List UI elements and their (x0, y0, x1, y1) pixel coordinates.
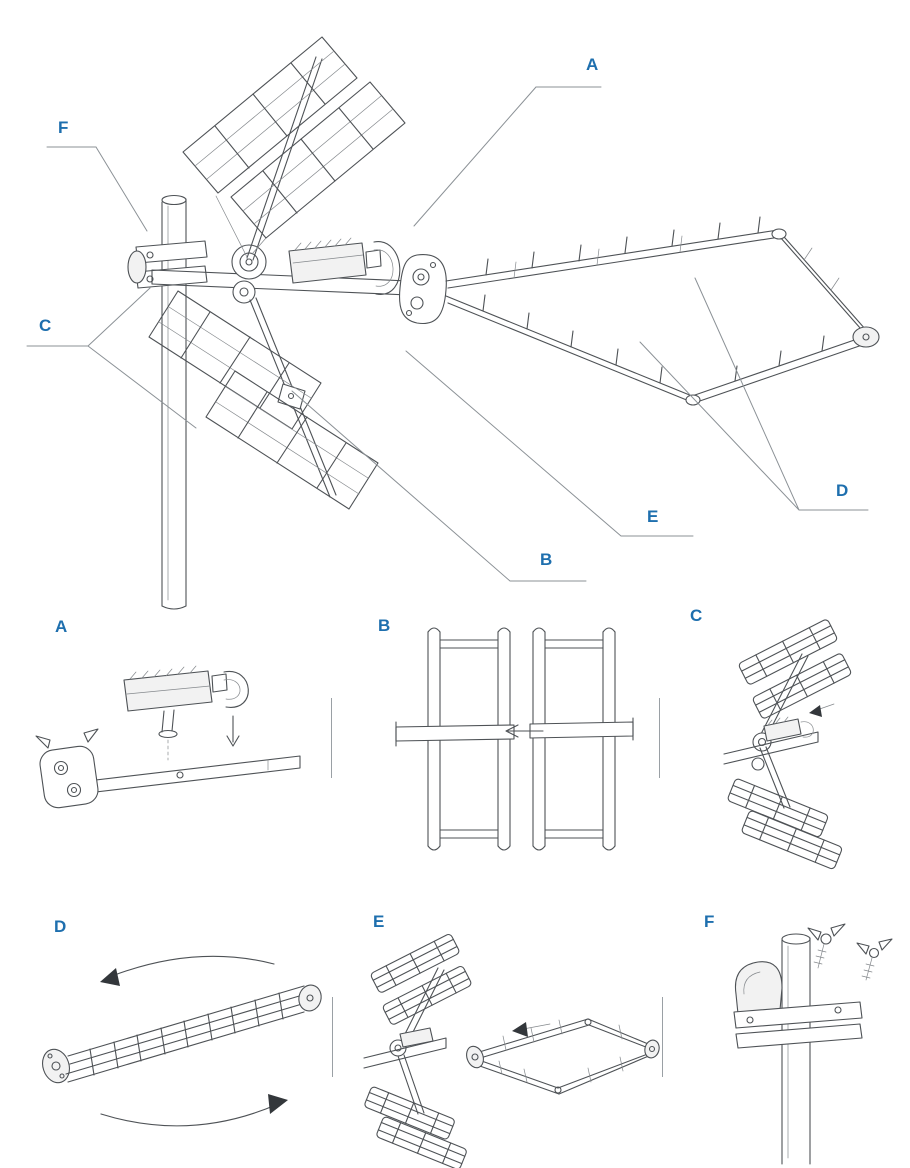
panel-C-illustration (723, 618, 853, 871)
dipole-unit (123, 665, 249, 739)
director-boom-folded (42, 984, 322, 1084)
reflector-frame-2 (532, 627, 616, 851)
panel-B-illustration (395, 627, 634, 851)
lower-reflector-panel-1 (148, 290, 322, 430)
callout-B: B (540, 550, 553, 569)
panel-divider (331, 698, 332, 778)
reflector-hub (231, 244, 267, 304)
slide-arrow (505, 724, 544, 738)
panel-F-illustration (733, 923, 893, 1165)
lower-reflector-panel-2 (205, 370, 379, 510)
mast (781, 933, 811, 1165)
antenna-body (363, 932, 473, 1168)
dipole-amplifier (288, 237, 401, 295)
attach-arrow (512, 1022, 551, 1037)
panel-divider (659, 698, 660, 778)
panel-label-D: D (54, 917, 67, 936)
panel-label-B: B (378, 616, 391, 635)
panel-divider (332, 997, 333, 1077)
upper-reflector-panel-1 (182, 36, 358, 194)
upper-reflector-panel-2 (230, 81, 406, 239)
panel-divider (662, 997, 663, 1077)
director-boom-part (466, 1018, 660, 1095)
main-antenna-figure (26, 36, 880, 610)
insert-arrow (167, 715, 240, 761)
mast-clamp (127, 240, 208, 289)
panel-label-A: A (55, 617, 68, 636)
panel-label-F: F (704, 912, 715, 931)
panel-E-illustration (363, 932, 660, 1168)
director-hub-plate (398, 254, 447, 325)
hub-and-boom (723, 653, 835, 809)
director-boom (445, 216, 880, 406)
panel-D-illustration (42, 955, 322, 1127)
callout-D: D (836, 481, 849, 500)
boom-arm (61, 755, 301, 797)
leader-lines (26, 86, 869, 582)
boom-clamp (35, 728, 99, 809)
panel-label-C: C (690, 606, 703, 625)
lower-reflector-panels (726, 777, 844, 871)
callout-E: E (647, 507, 659, 526)
callout-A: A (586, 55, 599, 74)
upper-reflector-panels (737, 618, 853, 720)
mast-bracket (733, 961, 863, 1049)
wing-bolts (807, 923, 893, 981)
clamp-bar (395, 717, 634, 747)
panel-label-E: E (373, 912, 385, 931)
callout-C: C (39, 316, 52, 335)
panel-A-illustration (35, 665, 301, 809)
rotation-arrows (100, 955, 288, 1127)
callout-F: F (58, 118, 69, 137)
